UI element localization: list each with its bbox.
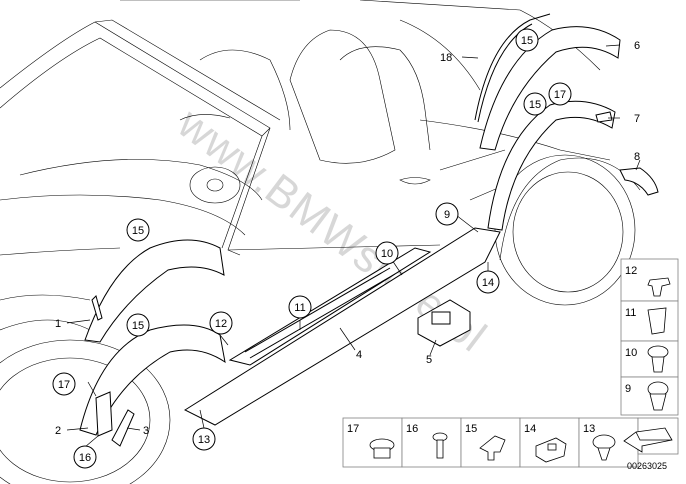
legend-box-14: 14 [519,417,580,468]
svg-text:16: 16 [406,423,418,435]
callout-circle-9: 9 [435,202,459,226]
callout-circle-15-a: 15 [515,28,539,52]
clip-11-icon [647,307,667,335]
bracket-part-5 [417,299,471,347]
legend-box-12: 12 [620,258,679,302]
legend-right: 12 11 10 9 [620,258,679,416]
svg-text:11: 11 [625,307,636,319]
arrow-icon [623,417,679,455]
svg-text:15: 15 [132,320,144,332]
svg-text:15: 15 [521,35,533,47]
callout-circle-15-d: 15 [126,313,150,337]
callout-3: 3 [143,425,149,437]
svg-text:13: 13 [583,423,595,435]
svg-text:17: 17 [58,379,70,391]
legend-box-15: 15 [460,417,521,468]
callout-circle-17-b: 17 [52,372,76,396]
svg-text:15: 15 [529,99,541,111]
svg-text:16: 16 [79,452,91,464]
callout-circle-12: 12 [209,311,233,335]
clip-17-icon [369,438,395,459]
svg-text:17: 17 [347,423,359,435]
trim-part-16 [95,391,113,437]
svg-text:14: 14 [524,423,536,435]
clip-12-icon [647,277,671,297]
callouts-plain: 1 2 3 4 5 6 7 8 18 [55,40,640,437]
callout-circle-14: 14 [476,270,500,294]
legend-box-11: 11 [620,300,679,342]
leader-lines [66,44,641,448]
callout-6: 6 [634,40,640,52]
callout-circle-16: 16 [73,445,97,469]
svg-text:13: 13 [198,434,210,446]
legend-bottom: 17 16 15 14 [342,417,679,471]
svg-text:12: 12 [625,265,637,277]
callout-circle-13: 13 [192,427,216,451]
wheel-arch-trim-rear-lower [487,100,616,231]
wheel-arch-trim-rear-upper [479,26,621,151]
screw-16-icon [432,432,448,459]
trim-part-3 [111,409,135,447]
callout-7: 7 [634,113,640,125]
svg-text:9: 9 [444,209,450,221]
svg-text:11: 11 [294,302,305,314]
callout-4: 4 [356,349,362,361]
legend-box-16: 16 [401,417,462,468]
svg-text:12: 12 [215,318,227,330]
callout-circle-17-a: 17 [548,82,572,106]
clip-15-icon [479,435,506,461]
document-number: 00263025 [627,461,667,471]
legend-box-17: 17 [342,417,403,468]
callout-circle-10: 10 [375,241,399,265]
callout-18: 18 [440,52,452,64]
clip-part-8 [619,167,659,196]
clip-13-icon [592,434,616,461]
svg-text:15: 15 [132,225,144,237]
svg-text:10: 10 [625,347,637,359]
wheel-arch-trim-front-upper [84,239,225,343]
callout-circle-11: 11 [288,295,312,319]
callouts-circled: 15 15 17 9 10 14 15 11 12 15 17 13 16 [52,28,572,469]
svg-text:17: 17 [554,89,566,101]
callout-2: 2 [55,425,61,437]
side-sill-panel [183,227,501,426]
callout-8: 8 [634,151,640,163]
svg-text:9: 9 [625,383,631,395]
svg-text:15: 15 [465,423,477,435]
nut-14-icon [535,437,567,463]
callout-circle-15-b: 15 [523,92,547,116]
legend-box-9: 9 [620,376,679,416]
legend-box-10: 10 [620,340,679,378]
callout-5: 5 [426,354,432,366]
clip-9-icon [647,381,669,411]
svg-text:14: 14 [482,277,494,289]
clip-10-icon [647,345,669,373]
svg-text:10: 10 [381,248,393,260]
callout-circle-15-c: 15 [126,218,150,242]
callout-1: 1 [55,318,61,330]
